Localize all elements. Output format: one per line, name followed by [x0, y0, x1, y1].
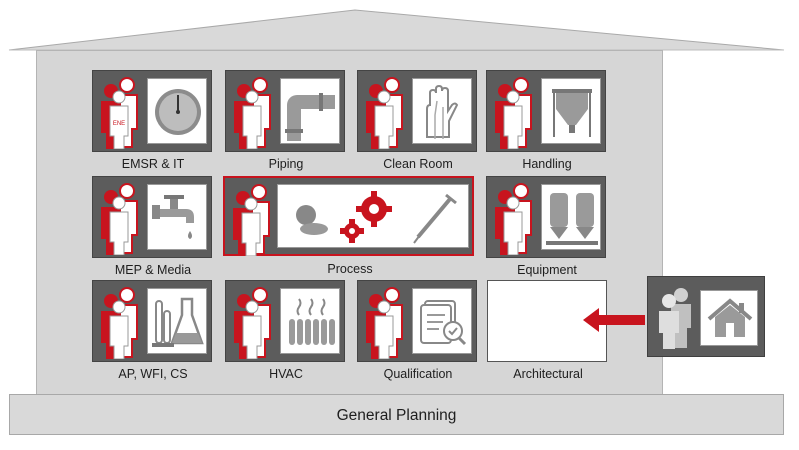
- tile-label: Process: [327, 262, 373, 276]
- arrow-left-icon: [583, 308, 645, 332]
- tile-ap-wfi-cs: AP, WFI, CS: [92, 280, 212, 381]
- tile-label: Piping: [268, 157, 304, 171]
- checklist-icon: [420, 300, 467, 346]
- tile-process: Process: [223, 176, 474, 276]
- svg-text:ENE: ENE: [113, 121, 125, 127]
- tile-piping: Piping: [225, 70, 345, 171]
- team-icon: [495, 77, 532, 149]
- tile-label: MEP & Media: [114, 263, 192, 277]
- tile-label: Clean Room: [383, 157, 453, 171]
- team-icon: ENE: [101, 77, 138, 149]
- tile-clean-room: Clean Room: [357, 70, 477, 171]
- team-icon: [366, 77, 403, 149]
- team-icon: [366, 287, 403, 359]
- tile-mep-media: MEP & Media: [92, 176, 212, 277]
- tile-handling: Handling: [486, 70, 606, 171]
- pipe-icon: [285, 93, 335, 141]
- faucet-icon: [152, 195, 194, 239]
- tile-label: HVAC: [269, 367, 303, 381]
- general-planning-base: General Planning: [9, 394, 784, 435]
- gloves-icon: [426, 84, 459, 139]
- hopper-icon: [552, 89, 592, 137]
- team-icon: [495, 183, 532, 255]
- people-icon: [659, 288, 691, 349]
- tile-hvac: HVAC: [225, 280, 345, 381]
- gears-icon: [296, 191, 457, 244]
- tile-qualification: Qualification: [357, 280, 477, 381]
- team-icon: [234, 287, 271, 359]
- tile-label: Architectural: [513, 367, 583, 381]
- tile-label: Handling: [522, 157, 572, 171]
- team-icon: [101, 287, 138, 359]
- team-icon: [233, 184, 270, 256]
- tanks-icon: [546, 193, 598, 245]
- gauge-icon: [155, 89, 201, 135]
- flask-icon: [152, 297, 204, 347]
- home-icon: [707, 298, 753, 337]
- tile-label: AP, WFI, CS: [118, 367, 188, 381]
- tile-emsr-it: ENE EMSR & IT: [92, 70, 212, 171]
- tile-label: Equipment: [517, 263, 577, 277]
- tile-equipment: Equipment: [486, 176, 606, 277]
- tile-label: Qualification: [383, 367, 453, 381]
- tile-label: EMSR & IT: [121, 157, 185, 171]
- base-label: General Planning: [336, 407, 457, 424]
- architect-box: [647, 276, 765, 357]
- team-icon: [234, 77, 271, 149]
- team-icon: [101, 183, 138, 255]
- radiator-icon: [289, 298, 335, 345]
